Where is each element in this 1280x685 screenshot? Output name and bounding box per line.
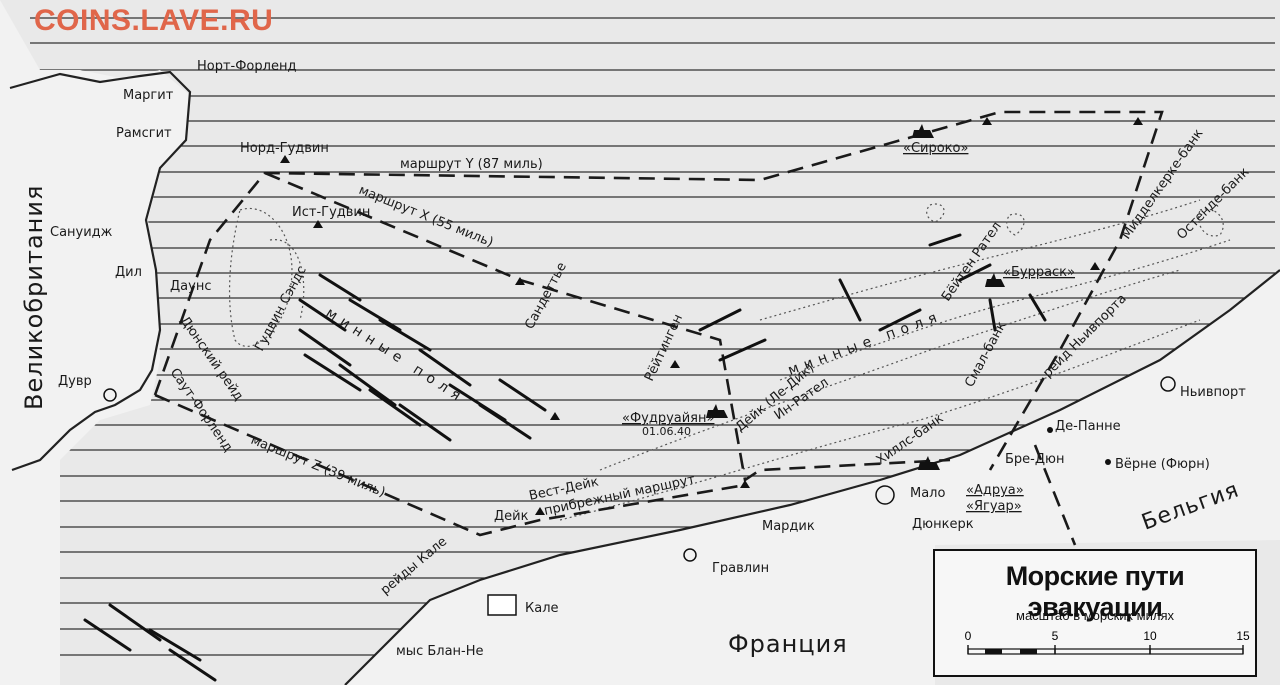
lightship-markers bbox=[280, 117, 1143, 515]
bank-smal: Смал-банк bbox=[962, 319, 1009, 390]
map-title: Морские пути эвакуации bbox=[1005, 561, 1185, 622]
place-deal: Дил bbox=[115, 265, 142, 280]
sunk-ship-icons bbox=[706, 124, 1005, 470]
ship-icon bbox=[706, 404, 728, 418]
place-nieuwpoort: Ньивпорт bbox=[1180, 385, 1246, 400]
bank-north-goodwin: Норд-Гудвин bbox=[240, 141, 329, 156]
bank-hills: Хиллс-банк bbox=[874, 411, 947, 468]
ship-jaguar: «Ягуар» bbox=[966, 499, 1022, 514]
place-calais-rade: рейды Кале bbox=[378, 534, 450, 598]
ship-icon bbox=[985, 273, 1005, 287]
routes bbox=[153, 110, 1164, 546]
route-z bbox=[154, 393, 746, 537]
route-x-label: маршрут X (55 миль) bbox=[357, 183, 496, 251]
scale-subsegment bbox=[1020, 649, 1037, 654]
scale-segment bbox=[1149, 648, 1244, 655]
ship-adroit: «Адруа» bbox=[966, 483, 1024, 498]
scale-tick-label: 10 bbox=[1143, 629, 1157, 643]
place-de-panne: Де-Панне bbox=[1055, 419, 1121, 434]
route-y-label: маршрут Y (87 миль) bbox=[400, 157, 543, 172]
shoals bbox=[228, 199, 1231, 521]
bank-sandettie: Сандеттье bbox=[522, 260, 570, 332]
bank-ostende: Остенде-банк bbox=[1174, 165, 1252, 243]
ship-icon bbox=[912, 124, 934, 138]
place-veurne: Вёрне (Фюрн) bbox=[1115, 457, 1210, 472]
ship-sirocco: «Сироко» bbox=[903, 141, 968, 156]
ship-foudroyant-date: 01.06.40 bbox=[642, 425, 691, 438]
scale-bar: 0 5 10 15 bbox=[965, 629, 1250, 655]
place-mardyck: Мардик bbox=[762, 519, 815, 534]
place-dover: Дувр bbox=[58, 374, 92, 389]
england-landmass bbox=[0, 0, 192, 685]
legend-box: Морские пути эвакуации масштаб в морских… bbox=[933, 549, 1257, 677]
place-cap-blanc-nez: мыс Блан-Не bbox=[396, 644, 484, 659]
ship-bourrasque: «Бурраск» bbox=[1003, 265, 1075, 280]
scale-tick-label: 0 bbox=[965, 629, 972, 643]
scale-segment bbox=[967, 648, 1056, 655]
place-bray-dunes: Бре-Дюн bbox=[1005, 452, 1064, 467]
bank-goodwin-sands: Гудвин Сэндс bbox=[252, 264, 309, 354]
place-downs: Даунс bbox=[170, 279, 211, 294]
place-calais: Кале bbox=[525, 601, 559, 616]
route-z-label: маршрут Z (39 миль) bbox=[249, 433, 388, 501]
place-ramsgate: Рамсгит bbox=[116, 126, 172, 141]
scale-segment bbox=[1054, 648, 1151, 655]
route-x bbox=[264, 171, 951, 483]
route-y bbox=[153, 110, 1164, 471]
place-margate: Маргит bbox=[123, 88, 174, 103]
scale-subsegment bbox=[985, 649, 1002, 654]
bank-dyck-short: Дейк bbox=[494, 509, 529, 524]
scale-tick-label: 15 bbox=[1236, 629, 1250, 643]
ship-icon bbox=[918, 456, 940, 470]
bank-buiten-ratel: Бёйтен Рател bbox=[939, 219, 1005, 304]
france-belgium-landmass bbox=[344, 269, 1280, 685]
place-dunkerque: Дюнкерк bbox=[912, 517, 974, 532]
bank-east-goodwin: Ист-Гудвин bbox=[292, 205, 370, 220]
place-sanduidzh: Сануидж bbox=[50, 225, 113, 240]
scale-tick-label: 5 bbox=[1052, 629, 1059, 643]
place-malo: Мало bbox=[910, 486, 945, 501]
minefield-label-a: минные поля bbox=[323, 305, 469, 407]
minefield-label-b: минные поля bbox=[786, 308, 945, 379]
place-north-foreland: Норт-Форленд bbox=[197, 59, 296, 74]
country-france: Франция bbox=[728, 630, 848, 658]
ship-foudroyant: «Фудруайян» bbox=[622, 411, 714, 426]
minefields bbox=[83, 233, 1047, 682]
watermark: COINS.LAVE.RU bbox=[34, 4, 274, 37]
country-uk: Великобритания bbox=[20, 185, 48, 410]
town-markers bbox=[103, 376, 1176, 616]
scale-caption: масштаб в морских милях bbox=[1016, 608, 1174, 623]
place-gravelines: Гравлин bbox=[712, 561, 769, 576]
